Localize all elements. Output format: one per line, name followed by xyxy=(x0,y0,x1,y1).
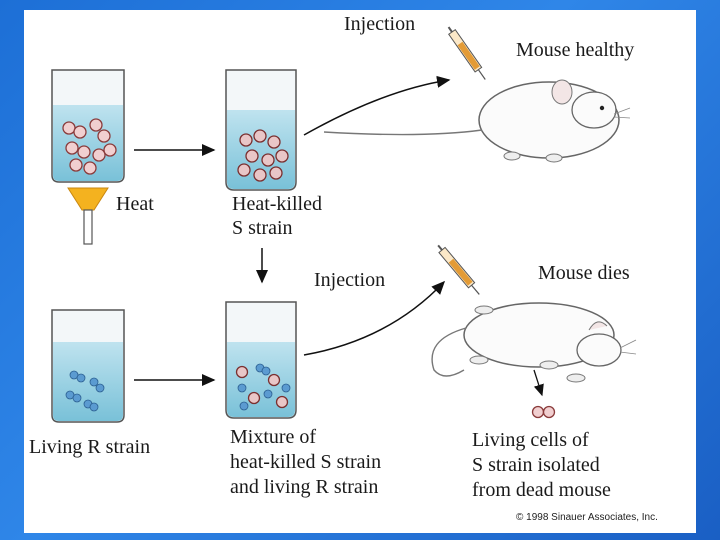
diagram-canvas xyxy=(51,26,637,423)
label-heat-killed-line1: Heat-killed xyxy=(232,193,322,215)
beaker-mixture xyxy=(225,301,297,419)
label-heat-killed-line2: S strain xyxy=(232,217,293,239)
label-mouse-dies: Mouse dies xyxy=(538,262,630,284)
label-isolated-line2: S strain isolated xyxy=(472,454,600,476)
label-living-r: Living R strain xyxy=(29,436,151,458)
beaker-s-strain xyxy=(51,69,125,183)
heat-burner-icon xyxy=(67,187,109,245)
label-isolated-line3: from dead mouse xyxy=(472,479,611,501)
mouse-healthy-icon xyxy=(323,79,631,163)
mouse-dead-icon xyxy=(431,302,637,383)
arrow-to-healthy-mouse xyxy=(303,75,451,136)
arrow-mouse-to-cells xyxy=(533,369,544,397)
label-injection-mid: Injection xyxy=(314,269,386,291)
beaker-heat-killed xyxy=(225,69,297,191)
syringe-top-icon xyxy=(447,26,486,80)
label-mixture-line1: Mixture of xyxy=(230,426,317,448)
label-heat: Heat xyxy=(116,193,154,215)
isolated-cells-icon xyxy=(531,405,556,419)
copyright-notice: © 1998 Sinauer Associates, Inc. xyxy=(516,512,658,523)
diagram-frame: Injection Mouse healthy Heat Heat-killed… xyxy=(24,10,696,533)
syringe-mid-icon xyxy=(437,244,480,295)
label-mouse-healthy: Mouse healthy xyxy=(516,39,635,61)
label-isolated-line1: Living cells of xyxy=(472,429,589,451)
arrow-to-dead-mouse xyxy=(303,280,446,356)
label-injection-top: Injection xyxy=(344,13,416,35)
label-mixture-line3: and living R strain xyxy=(230,476,379,498)
label-mixture-line2: heat-killed S strain xyxy=(230,451,382,473)
beaker-r-strain xyxy=(51,309,125,423)
